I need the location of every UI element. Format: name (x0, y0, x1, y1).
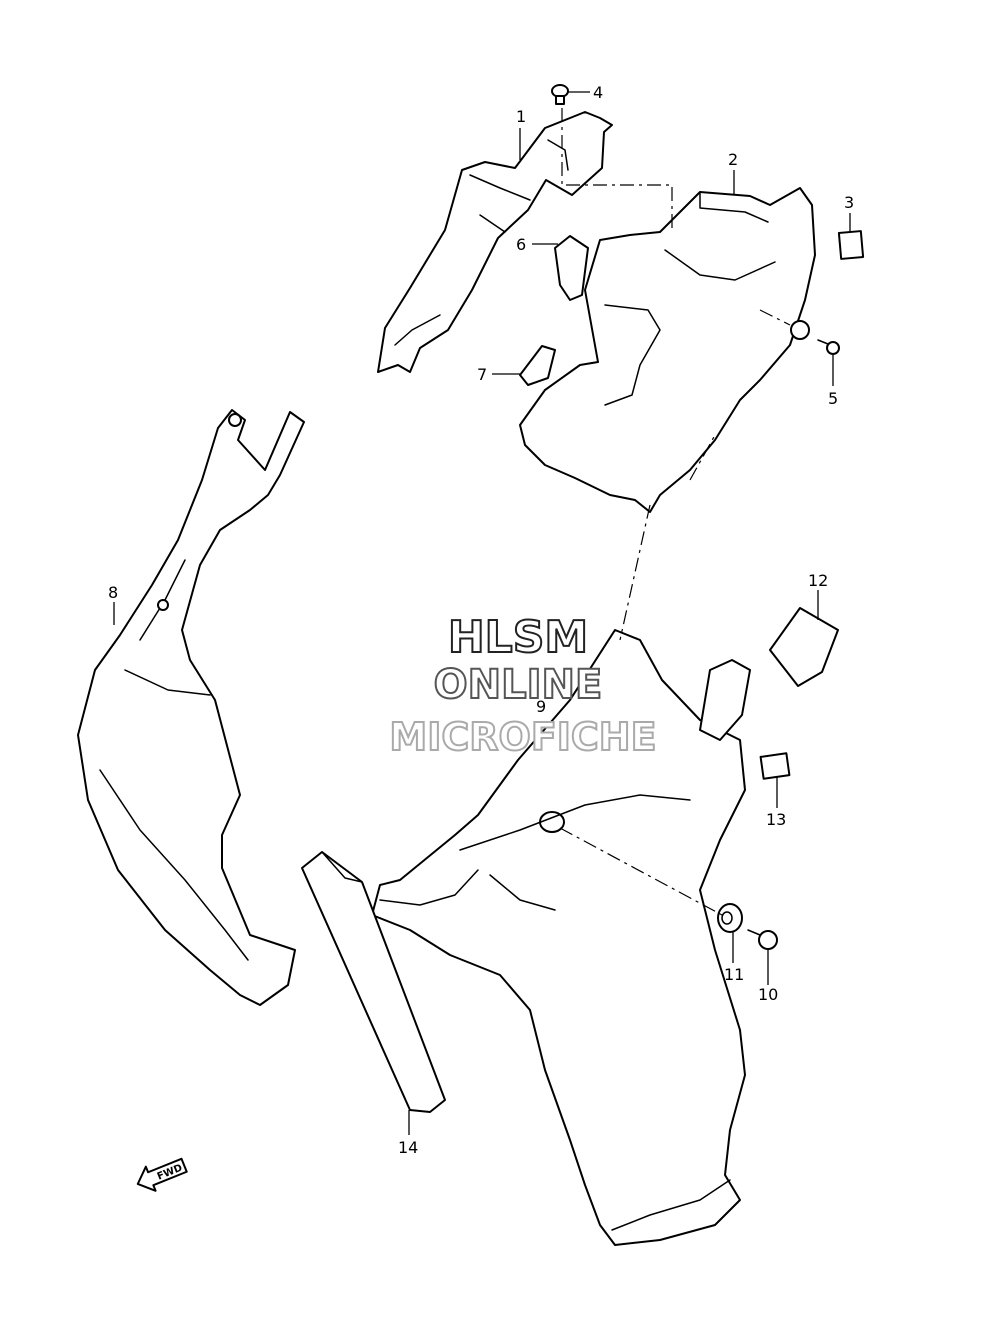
part-4-clip[interactable] (551, 84, 569, 105)
part-1-upper-bracket[interactable] (377, 111, 613, 373)
callout-9: 9 (536, 697, 546, 716)
part-10-screw[interactable] (747, 929, 778, 950)
leader-lines (113, 91, 851, 1135)
callout-labels: 1 2 3 4 5 6 7 8 9 10 11 12 13 14 (108, 83, 854, 1157)
part-7-pad[interactable] (519, 345, 556, 386)
callout-1: 1 (516, 107, 526, 126)
callout-6: 6 (516, 235, 526, 254)
part-6-pad[interactable] (554, 235, 589, 301)
watermark: HLSM ONLINE MICROFICHE (388, 611, 657, 760)
callout-13: 13 (766, 810, 786, 829)
callout-14: 14 (398, 1138, 418, 1157)
watermark-line2: ONLINE (434, 662, 603, 708)
callout-12: 12 (808, 571, 828, 590)
callout-10: 10 (758, 985, 778, 1004)
watermark-line3: MICROFICHE (389, 715, 656, 759)
callout-7: 7 (477, 365, 487, 384)
part-2-front-cover-upper[interactable] (519, 187, 816, 513)
part-13-pad[interactable] (759, 752, 791, 780)
callout-4: 4 (593, 83, 603, 102)
callout-11: 11 (724, 965, 744, 984)
part-9-main-leg-shield[interactable] (371, 629, 751, 1246)
part-8-left-leg-shield[interactable] (77, 409, 305, 1006)
callout-8: 8 (108, 583, 118, 602)
assembly-lines (559, 108, 791, 916)
part-14-long-pad[interactable] (301, 851, 446, 1113)
fwd-arrow-icon: FWD (136, 1157, 188, 1192)
part-11-grommet[interactable] (717, 903, 743, 933)
callout-5: 5 (828, 389, 838, 408)
watermark-line1: HLSM (448, 612, 588, 663)
callout-3: 3 (844, 193, 854, 212)
part-3-pad[interactable] (837, 230, 865, 260)
part-12-pad[interactable] (769, 607, 839, 687)
callout-2: 2 (728, 150, 738, 169)
part-5-screw[interactable] (817, 339, 840, 355)
